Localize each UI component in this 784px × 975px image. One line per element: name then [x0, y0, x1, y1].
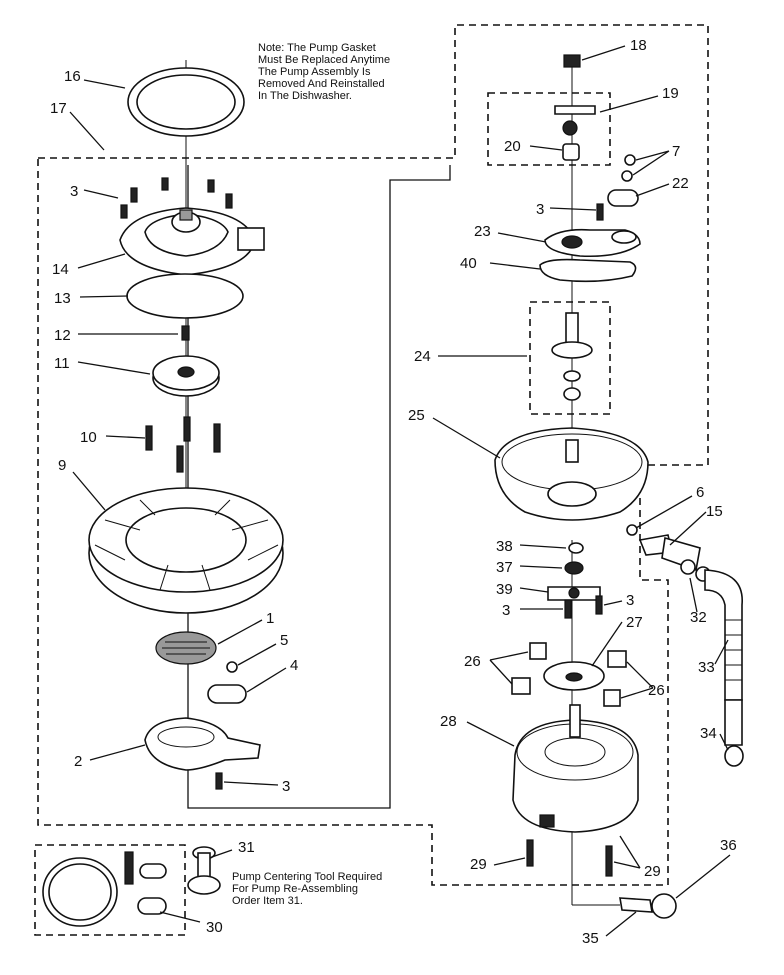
leader-lines	[69, 45, 731, 937]
pump-assembly-boundary	[37, 24, 709, 886]
callout-33: 33	[698, 659, 715, 676]
callout-35: 35	[582, 930, 599, 947]
callout-27: 27	[626, 614, 643, 631]
callout-20: 20	[504, 138, 521, 155]
callout-14: 14	[52, 261, 69, 278]
ring-gasket-22	[607, 189, 639, 207]
callout-30: 30	[206, 919, 223, 936]
gasket-kit-parts	[42, 851, 167, 927]
check-ball-small	[226, 661, 238, 673]
mount-screw-left	[564, 599, 572, 619]
check-balls	[621, 154, 636, 182]
callout-23: 23	[474, 223, 491, 240]
callout-3-mount-left: 3	[502, 602, 510, 619]
chopper-plate	[544, 228, 641, 258]
pump-motor	[512, 704, 639, 833]
housing-o-ring	[126, 273, 244, 319]
pump-base-screws	[145, 416, 221, 473]
callout-4: 4	[290, 657, 298, 674]
bearing-sleeve	[562, 143, 580, 161]
pump-guard	[144, 717, 261, 771]
drain-hose-assembly	[626, 524, 744, 767]
callout-12: 12	[54, 327, 71, 344]
callout-5: 5	[280, 632, 288, 649]
callout-16: 16	[64, 68, 81, 85]
callout-38: 38	[496, 538, 513, 555]
callout-26-left: 26	[464, 653, 481, 670]
left-column-boundary	[187, 165, 451, 809]
motor-connector	[619, 893, 677, 919]
callout-40: 40	[460, 255, 477, 272]
item-19-parts	[554, 105, 596, 136]
callout-37: 37	[496, 559, 513, 576]
callout-3-mount-right: 3	[626, 592, 634, 609]
callout-24: 24	[414, 348, 431, 365]
callout-25: 25	[408, 407, 425, 424]
callout-13: 13	[54, 290, 71, 307]
callout-3-guard: 3	[282, 778, 290, 795]
cover-screws	[120, 177, 233, 219]
motor-screw-left	[526, 839, 534, 867]
callout-11: 11	[54, 355, 70, 372]
impeller-shaft-assembly	[551, 312, 593, 401]
callout-7: 7	[672, 143, 680, 160]
callout-1: 1	[266, 610, 274, 627]
chopper-gasket	[539, 258, 637, 283]
callout-34: 34	[700, 725, 717, 742]
motor-plate	[543, 661, 605, 691]
callout-3-chopper: 3	[536, 201, 544, 218]
chopper-screw	[596, 203, 604, 221]
callout-numbers: 16 17 3 14 13 12 11 10 9 1 5 4 2 3 31 30…	[50, 37, 737, 947]
pump-cover-housing	[119, 207, 265, 276]
callout-2: 2	[74, 753, 82, 770]
oval-gasket	[207, 684, 247, 704]
callout-19: 19	[662, 85, 679, 102]
callout-39: 39	[496, 581, 513, 598]
seal-cap	[563, 54, 581, 68]
mount-screw-right	[595, 595, 603, 615]
pump-gasket-note: Note: The Pump Gasket Must Be Replaced A…	[258, 42, 391, 102]
callout-9: 9	[58, 457, 66, 474]
callout-22: 22	[672, 175, 689, 192]
impeller-screw	[181, 325, 190, 341]
callout-32: 32	[690, 609, 707, 626]
callout-17: 17	[50, 100, 67, 117]
callout-6: 6	[696, 484, 704, 501]
seal-stack	[547, 542, 601, 601]
filter-screen	[155, 631, 217, 665]
pump-base	[88, 487, 284, 614]
callout-29-right: 29	[644, 863, 661, 880]
callout-26-right: 26	[648, 682, 665, 699]
pump-housing	[494, 427, 649, 521]
pump-centering-tool	[187, 846, 221, 895]
callout-3-cover: 3	[70, 183, 78, 200]
callout-10: 10	[80, 429, 97, 446]
guard-screw	[215, 772, 223, 790]
centering-tool-note: Pump Centering Tool Required For Pump Re…	[232, 871, 383, 907]
callout-18: 18	[630, 37, 647, 54]
impeller	[152, 355, 220, 397]
item-30-kit-boundary	[34, 844, 186, 936]
item-24-boundary	[529, 301, 611, 415]
pump-gasket	[127, 67, 245, 137]
callout-28: 28	[440, 713, 457, 730]
callout-29-left: 29	[470, 856, 487, 873]
callout-36: 36	[720, 837, 737, 854]
callout-15: 15	[706, 503, 723, 520]
motor-mounts	[511, 642, 627, 707]
callout-31: 31	[238, 839, 255, 856]
motor-screw-right	[605, 845, 613, 877]
item-19-boundary	[487, 92, 611, 166]
